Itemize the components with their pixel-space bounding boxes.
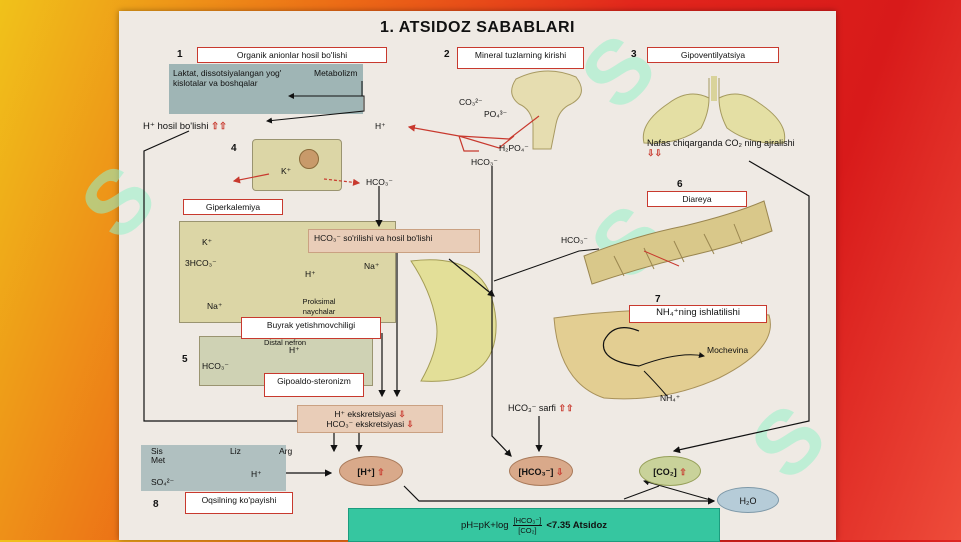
renal-failure-box: Buyrak yetishmovchiligi xyxy=(241,317,381,339)
h-formation-label: H⁺ hosil bo'lishi ⇧⇧ xyxy=(143,121,228,132)
k-ion-label-2: K⁺ xyxy=(202,237,213,247)
diagram-panel: S S S S xyxy=(62,11,845,542)
section-number-1: 1 xyxy=(177,49,183,60)
diarrhea-box: Diareya xyxy=(647,191,747,207)
arginine-label: Arg xyxy=(279,446,293,456)
distal-nephron-label: Distal nefron xyxy=(264,338,307,347)
bicarbonate-label: 3HCO₃⁻ xyxy=(185,258,217,268)
ammonium-box: NH₄⁺ning ishlatilishi xyxy=(629,305,767,323)
mineral-salts-box: Mineral tuzlarning kirishi xyxy=(457,47,584,69)
section-number-4: 4 xyxy=(231,143,237,154)
section-number-8: 8 xyxy=(153,499,159,510)
hco3-reabsorption-box: HCO₃⁻ so'rilishi va hosil bo'lishi xyxy=(308,229,480,253)
intestine-image xyxy=(583,200,773,285)
section-number-3: 3 xyxy=(631,49,637,60)
protein-background xyxy=(141,445,286,491)
bone-image xyxy=(511,70,582,150)
hco3-concentration-node: [HCO₃⁻] ⇩ xyxy=(509,456,573,486)
hypoventilation-box: Gipoventilyatsiya xyxy=(647,47,779,63)
hco3-ion-label: HCO₃⁻ xyxy=(366,177,393,187)
hyperkalemia-box: Giperkalemiya xyxy=(183,199,283,215)
henderson-formula: pH=pK+log [HCO₃⁻][CO₂] <7.35 Atsidoz xyxy=(348,508,720,542)
section-number-5: 5 xyxy=(182,354,188,365)
page-title: 1. ATSIDOZ SABABLARI xyxy=(380,19,575,36)
sodium-label: Na⁺ xyxy=(364,261,380,271)
h-ion-label-3: H⁺ xyxy=(289,345,300,355)
metabolism-background xyxy=(169,64,363,114)
h-ion-label: H⁺ xyxy=(375,121,386,131)
h2po4-label: H₂PO₄⁻ xyxy=(499,143,529,153)
cysteine-label: Sis xyxy=(151,446,163,456)
hco3-consumption-label: HCO₃⁻ sarfi ⇧⇧ xyxy=(508,403,574,413)
methionine-label: Met xyxy=(151,455,166,465)
cell-image xyxy=(252,139,342,191)
lungs-image xyxy=(642,76,786,144)
co2-concentration-node: [CO₂] ⇧ xyxy=(639,456,701,486)
organic-anions-box: Organik anionlar hosil bo'lishi xyxy=(197,47,387,63)
h-concentration-node: [H⁺] ⇧ xyxy=(339,456,403,486)
sodium-label-2: Na⁺ xyxy=(207,301,223,311)
urea-label: Mochevina xyxy=(707,345,749,355)
cell-nucleus xyxy=(299,149,319,169)
protein-increase-box: Oqsilning ko'payishi xyxy=(185,492,293,514)
hco3-diarrhea-label: HCO₃⁻ xyxy=(561,235,588,245)
po4-label: PO₄³⁻ xyxy=(484,109,508,119)
section-number-2: 2 xyxy=(444,49,450,60)
proximal-tubule-label: Proksimal naychalar xyxy=(302,297,336,316)
lactate-label: Laktat, dissotsiyalangan yog' kislotalar… xyxy=(173,68,282,88)
lysine-label: Liz xyxy=(230,446,241,456)
h-ion-label-2: H⁺ xyxy=(305,269,316,279)
k-ion-label: K⁺ xyxy=(281,166,292,176)
hco3-label: HCO₃⁻ xyxy=(471,157,498,167)
sulfate-label: SO₄²⁻ xyxy=(151,477,175,487)
h-ion-label-4: H⁺ xyxy=(251,469,262,479)
water-node: H₂O xyxy=(717,487,779,513)
section-number-6: 6 xyxy=(677,179,683,190)
kidney-image xyxy=(410,259,497,382)
section-number-7: 7 xyxy=(655,294,661,305)
hypoaldosteronism-box: Gipoaldo-steronizm xyxy=(264,373,364,397)
ammonium-label: NH₄⁺ xyxy=(660,393,681,403)
co3-label: CO₃²⁻ xyxy=(459,97,483,107)
excretion-box: H⁺ ekskretsiyasi ⇩ HCO₃⁻ ekskretsiyasi ⇩ xyxy=(297,405,443,433)
co2-exhale-label: Nafas chiqarganda CO₂ ning ajralishi ⇩⇩ xyxy=(647,138,795,158)
hco3-distal-label: HCO₃⁻ xyxy=(202,361,229,371)
metabolism-label: Metabolizm xyxy=(314,68,358,78)
